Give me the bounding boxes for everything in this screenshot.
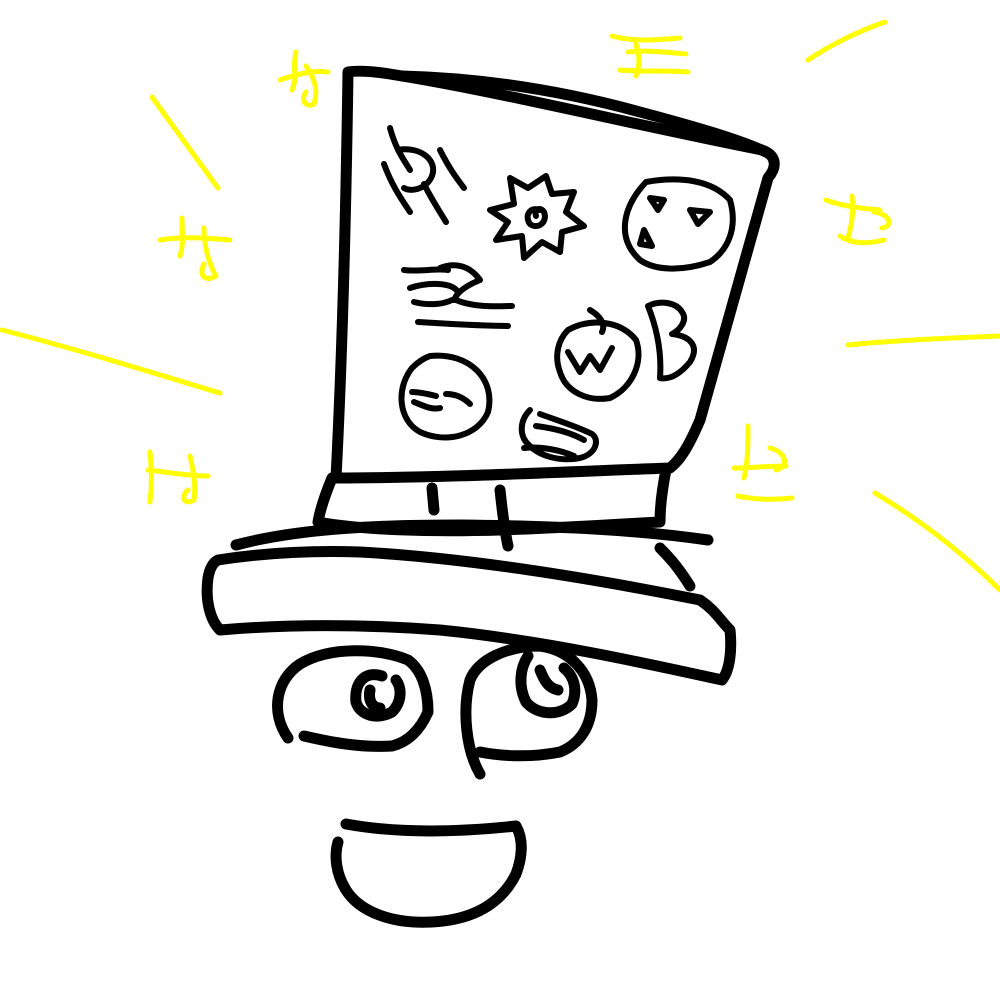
patch-b-letter: [645, 299, 697, 382]
sparkle-rays: [0, 19, 1000, 593]
sparkle-squiggles: [145, 33, 892, 505]
patch-skull-eye-left: [647, 195, 667, 213]
ray-right-middle: [845, 333, 1000, 348]
ray-right-top: [805, 19, 888, 63]
hat-brim: [201, 519, 737, 686]
face: [272, 640, 598, 928]
sparkle-squiggle: [731, 423, 795, 502]
patch-round-face: [398, 352, 493, 441]
sparkle-squiggle: [157, 215, 233, 281]
hat-patches: [381, 125, 736, 463]
patch-stripes: [401, 262, 515, 329]
mouth: [330, 818, 527, 928]
eye-right: [460, 640, 598, 780]
hat-crown-top-edge: [396, 70, 772, 158]
sparkle-squiggle: [277, 49, 331, 108]
patch-skull: [622, 176, 736, 272]
ray-right-bottom: [872, 490, 1000, 593]
patch-skull-eye-right: [687, 207, 713, 227]
pupil-left: [350, 669, 406, 722]
patch-initials: [381, 125, 467, 225]
patch-splat: [487, 173, 587, 261]
ray-left-middle: [0, 327, 223, 396]
patch-skull-nose: [637, 227, 655, 249]
hat-band-bow-left: [426, 482, 440, 516]
patch-w-badge: [554, 307, 642, 402]
hat-crown: [330, 65, 780, 484]
hat-band-bow-right: [494, 484, 514, 552]
sparkle-squiggle: [145, 449, 211, 505]
sparkle-squiggle: [823, 193, 892, 246]
eye-left: [272, 645, 434, 752]
patch-splat-spiral: [524, 206, 548, 230]
top-hat: [201, 65, 780, 686]
pupil-right: [515, 650, 581, 719]
patch-scribble: [518, 407, 599, 463]
sparkle-squiggle: [609, 33, 691, 79]
ray-left-top: [149, 94, 221, 191]
hat-brim-side: [654, 542, 696, 592]
